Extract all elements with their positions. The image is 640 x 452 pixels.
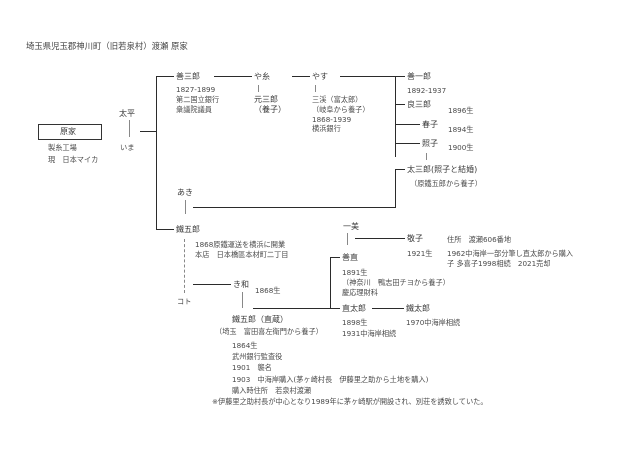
tetsugoro-business: 1868原鐵運送を横浜に開業 — [195, 240, 286, 249]
sankei-note: （岐阜から養子） — [312, 105, 370, 114]
marriage-line-teruko — [426, 153, 427, 160]
teruko-birth: 1900生 — [448, 143, 474, 152]
motosaburo-note: （養子） — [254, 105, 286, 114]
person-zensaburo: 善三郎 — [176, 72, 200, 81]
ryosaburo-birth: 1896生 — [448, 106, 474, 115]
branch-zenichiro — [395, 76, 405, 78]
tetsugoro-office: 本店 日本橋區本材町二丁目 — [195, 250, 289, 259]
branch-naotaro — [330, 308, 340, 310]
yoshinao-birth: 1891生 — [342, 268, 368, 277]
person-ima: いま — [120, 143, 135, 152]
person-haruko: 春子 — [422, 120, 438, 129]
line-to-keiko — [355, 238, 405, 240]
branch-tasaburo — [395, 169, 405, 171]
footnote: ※伊藤里之助村長が中心となり1989年に茅ヶ崎駅が開設され、別荘を誘致していた。 — [212, 397, 488, 406]
keiko-address: 住所 渡瀬606番地 — [447, 235, 512, 244]
person-yasu: やす — [312, 72, 328, 81]
person-tahei: 太平 — [119, 109, 135, 118]
person-tasaburo: 太三郎(照子と結婚) — [407, 165, 478, 174]
tasaburo-note: （原鐵五郎から養子） — [410, 179, 482, 188]
person-ryosaburo: 良三郎 — [407, 100, 431, 109]
yoshinao-origin: （神奈川 鴨志田チヨから養子） — [342, 278, 450, 287]
marriage-line-aki — [185, 200, 186, 214]
line-to-naozo-children — [253, 308, 331, 310]
naozo-detail-purchase: 1903 中海岸購入(茅ヶ崎村長 伊藤里之助から土地を購入) — [232, 375, 429, 384]
root-note-factory: 製糸工場 — [48, 143, 77, 152]
naozo-detail-succession: 1901 襲名 — [232, 363, 272, 372]
tetsugoro-naozo-origin: （埼玉 富田喜左衛門から養子） — [215, 327, 323, 336]
person-kiwa: き和 — [233, 280, 249, 289]
person-yoshinao: 善直 — [342, 253, 358, 262]
person-motosaburo: 元三郎 — [254, 95, 278, 104]
zenichiro-years: 1892-1937 — [407, 86, 447, 95]
person-sankei: 三渓（富太郎） — [312, 95, 363, 104]
line-to-tetsutaro — [372, 308, 404, 310]
line-to-yasu-children — [340, 76, 395, 78]
connector-gen1 — [140, 131, 156, 133]
branch-yoshinao — [330, 257, 340, 259]
person-koto: コト — [177, 297, 192, 306]
naozo-detail-bank: 武州銀行監査役 — [232, 352, 283, 361]
line-to-yasu — [292, 76, 310, 78]
person-zenichiro: 善一郎 — [407, 72, 431, 81]
naotaro-inheritance: 1931中海岸相続 — [342, 329, 397, 338]
sankei-years: 1868-1939 — [312, 115, 352, 124]
sankei-bank: 横浜銀行 — [312, 124, 341, 133]
zensaburo-bank: 第二国立銀行 — [176, 95, 220, 104]
tetsutaro-inheritance: 1970中海岸相続 — [406, 318, 461, 327]
marriage-line-tetsugoro — [184, 239, 186, 293]
marriage-line-kazumi — [347, 233, 348, 245]
person-kazumi: 一美 — [343, 222, 359, 231]
naozo-detail-birth: 1864生 — [232, 341, 258, 350]
keiko-note-inheritance: 子 多喜子1998相続 2021売却 — [447, 259, 551, 268]
link-aki-tasaburo — [193, 207, 396, 209]
marriage-line-kiwa — [242, 292, 243, 308]
person-naotaro: 直太郎 — [342, 304, 366, 313]
haruko-birth: 1894生 — [448, 125, 474, 134]
trunk-naozo-children — [330, 257, 332, 309]
marriage-line-yasu — [315, 85, 316, 92]
zensaburo-diet: 衆議院議員 — [176, 105, 212, 114]
marriage-line-tahei — [129, 120, 130, 137]
root-note-current: 現 日本マイカ — [48, 155, 99, 164]
kiwa-birth: 1868生 — [255, 286, 281, 295]
page-title: 埼玉県児玉郡神川町（旧若泉村）渡瀬 原家 — [26, 41, 188, 51]
naozo-detail-address: 購入時住所 若泉村渡瀬 — [232, 386, 312, 395]
trunk-yasu-children — [395, 76, 397, 157]
yoshinao-school: 慶応理財科 — [342, 288, 378, 297]
root-family-box — [38, 124, 102, 140]
person-tetsugoro-naozo: 鐵五郎（直蔵） — [232, 315, 288, 324]
person-keiko: 敬子 — [407, 234, 423, 243]
person-tetsugoro: 鐵五郎 — [176, 225, 200, 234]
person-yaito: や糸 — [254, 72, 270, 81]
branch-teruko — [395, 143, 420, 145]
branch-haruko — [395, 124, 420, 126]
naotaro-birth: 1898生 — [342, 318, 368, 327]
branch-zensaburo — [156, 76, 174, 78]
marriage-line-yaito — [258, 85, 259, 92]
trunk-gen1-children — [156, 76, 158, 230]
branch-tetsugoro — [156, 229, 174, 231]
line-to-yaito — [214, 76, 252, 78]
person-aki: あき — [177, 188, 193, 197]
zensaburo-years: 1827-1899 — [176, 85, 216, 94]
person-tetsutaro: 鐵太郎 — [406, 304, 430, 313]
root-family-name: 原家 — [60, 127, 76, 136]
branch-ryosaburo — [395, 104, 405, 106]
keiko-note-purchase: 1962中海岸一部分筆し直太郎から購入 — [447, 249, 574, 258]
person-teruko: 照子 — [422, 139, 438, 148]
link-aki-tasaburo-vertical — [395, 169, 397, 208]
keiko-birth: 1921生 — [407, 249, 433, 258]
line-to-kiwa — [193, 284, 231, 286]
